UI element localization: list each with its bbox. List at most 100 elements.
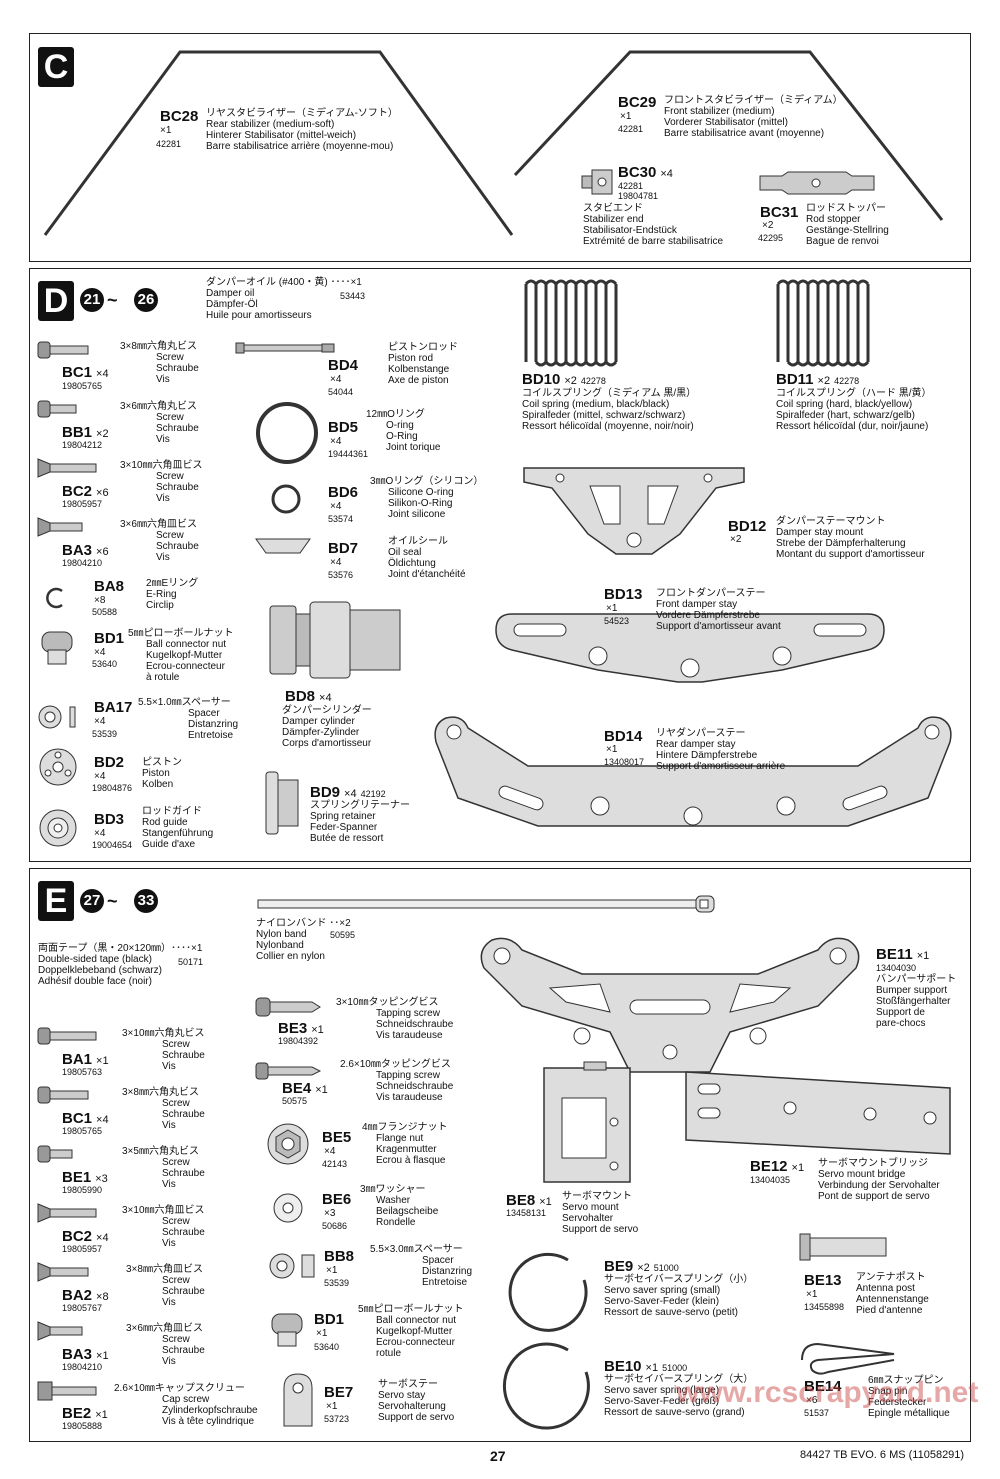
d-bc2-partno: 19805957: [62, 499, 103, 509]
d-ba3-partno: 19804210: [62, 558, 103, 568]
bc30-code: BC30×4: [618, 164, 673, 181]
be4-code: BE4×1: [282, 1080, 328, 1097]
bd11-desc: コイルスプリング（ハード 黒/黄）Coil spring (hard, blac…: [776, 388, 932, 432]
d-bd1-partno: 53640: [92, 659, 118, 669]
bd6-qty: ×4: [330, 501, 342, 512]
be14-code: BE14: [804, 1378, 842, 1395]
be3-code: BE3×1: [278, 1020, 324, 1037]
be3-tapping-screw-icon: [255, 997, 321, 1017]
e-ba1-partno: 19805763: [62, 1067, 103, 1077]
bd13-code: BD13: [604, 586, 643, 603]
d-bc2-screw-icon: [37, 458, 97, 478]
be13-partno: 13455898: [804, 1302, 845, 1312]
d-bd1-code: BD1: [94, 630, 125, 647]
bc29-partno: 42281: [618, 124, 644, 134]
step-end-badge: 26: [134, 288, 158, 312]
bd4-partno: 54044: [328, 387, 354, 397]
be14-snap-pin-icon: [801, 1342, 895, 1375]
be13-qty: ×1: [806, 1289, 818, 1300]
be8-code: BE8×1: [506, 1192, 552, 1209]
bd14-rear-damper-stay-icon: [434, 716, 952, 827]
bc28-partno: 42281: [156, 139, 182, 149]
e-bc1-screw-icon: [37, 1086, 89, 1104]
be5-qty: ×4: [324, 1146, 336, 1157]
bd10-desc: コイルスプリング（ミディアム 黒/黒）Coil spring (medium, …: [522, 388, 697, 432]
be14-partno: 51537: [804, 1408, 830, 1418]
be4-tapping-screw-icon: [255, 1062, 322, 1080]
bb8-partno: 53539: [324, 1278, 350, 1288]
d-bd2-piston-icon: [39, 748, 77, 786]
bd7-oil-seal-icon: [255, 538, 311, 554]
d-ba8-partno: 50588: [92, 607, 118, 617]
bc31-code: BC31: [760, 204, 799, 221]
bc31-partno: 42295: [758, 233, 784, 243]
bd8-code: BD8×4: [285, 688, 332, 705]
bd14-code: BD14: [604, 728, 643, 745]
e-ba3-partno: 19804210: [62, 1362, 103, 1372]
e-ba2-partno: 19805767: [62, 1303, 103, 1313]
bd13-front-damper-stay-icon: [495, 613, 885, 683]
bd7-partno: 53576: [328, 570, 354, 580]
be3-partno: 19804392: [278, 1036, 319, 1046]
d-bd2-partno: 19804876: [92, 783, 133, 793]
e-be2-partno: 19805888: [62, 1421, 103, 1431]
be11-partno: 13404030: [876, 963, 917, 973]
d-bd3-partno: 19004654: [92, 840, 133, 850]
be6-qty: ×3: [324, 1208, 336, 1219]
d-bd2-qty: ×4: [94, 771, 106, 782]
d-bc1-code: BC1×4: [62, 364, 109, 381]
be4-partno: 50575: [282, 1096, 308, 1106]
be7-qty: ×1: [326, 1401, 338, 1412]
bd12-stay-mount-icon: [523, 467, 745, 555]
section-c-panel: [29, 33, 971, 262]
tape-partno: 50171: [178, 957, 204, 967]
be14-qty: ×6: [806, 1395, 818, 1406]
e-be1-partno: 19805990: [62, 1185, 103, 1195]
bd5-qty: ×4: [330, 436, 342, 447]
bb8-spacer-icon: [269, 1253, 315, 1279]
e-ba3-screw-icon: [37, 1321, 83, 1341]
e-ba1-screw-icon: [37, 1027, 97, 1045]
bc29-code: BC29: [618, 94, 657, 111]
bd7-qty: ×4: [330, 557, 342, 568]
front-stabilizer-icon: [513, 50, 944, 221]
d-bb1-code: BB1×2: [62, 424, 109, 441]
d-bd3-rodguide-icon: [39, 809, 77, 847]
e-be2-capscrew-icon: [37, 1381, 97, 1401]
bd5-partno: 19444361: [328, 449, 369, 459]
bd14-qty: ×1: [606, 744, 618, 755]
bd11-coil-spring-icon: [776, 279, 870, 367]
e-ba2-code: BA2×8: [62, 1287, 109, 1304]
step-range-tilde: ~: [107, 290, 118, 310]
d-ba8-qty: ×8: [94, 595, 106, 606]
d-ba17-spacer-icon: [38, 705, 76, 729]
be10-desc: サーボセイバースプリング（大）Servo saver spring (large…: [604, 1374, 754, 1418]
section-d-letter: D: [38, 281, 74, 321]
d-bb1-partno: 19804212: [62, 440, 103, 450]
e-be1-screw-icon: [37, 1145, 73, 1163]
bc31-qty: ×2: [762, 220, 774, 231]
be13-antenna-post-icon: [799, 1233, 887, 1261]
